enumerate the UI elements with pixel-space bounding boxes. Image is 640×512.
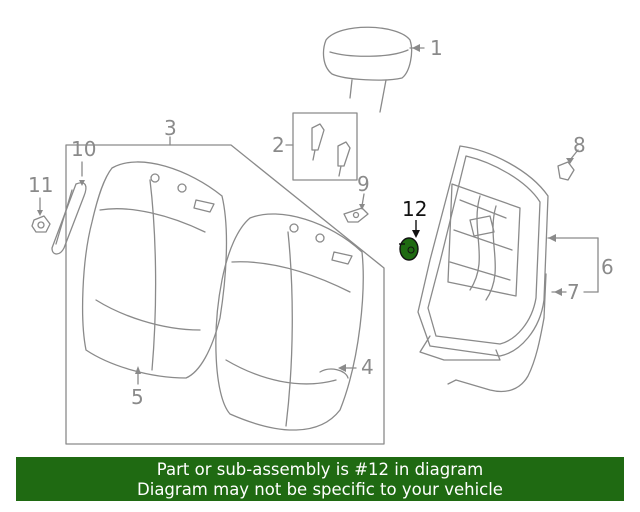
banner-line-2: Diagram may not be specific to your vehi… <box>137 480 503 499</box>
headrest-guides <box>285 112 358 181</box>
callout-12: 12 <box>402 197 427 221</box>
callout-7: 7 <box>567 280 580 304</box>
release-cable <box>447 273 547 393</box>
callout-2: 2 <box>272 133 285 157</box>
highlighted-part-12 <box>399 237 419 261</box>
callout-3: 3 <box>164 116 177 140</box>
callout-9: 9 <box>357 172 370 196</box>
headrest <box>322 26 425 113</box>
clip <box>31 215 51 233</box>
bracket <box>343 207 369 223</box>
callout-4: 4 <box>361 355 374 379</box>
callout-11: 11 <box>28 173 53 197</box>
seatback-cover-left <box>82 161 228 379</box>
seat-cover-group-outline <box>65 144 385 445</box>
callout-1: 1 <box>430 36 443 60</box>
leader-arrowheads <box>37 44 574 374</box>
callout-10: 10 <box>71 137 96 161</box>
callout-6: 6 <box>601 255 614 279</box>
side-trim <box>51 182 87 255</box>
seatback-cover-right <box>215 213 364 431</box>
callout-8: 8 <box>573 133 586 157</box>
callout-5: 5 <box>131 385 144 409</box>
banner-line-1: Part or sub-assembly is #12 in diagram <box>156 460 484 479</box>
seatback-frame <box>417 145 549 361</box>
info-banner: Part or sub-assembly is #12 in diagram D… <box>16 457 624 501</box>
small-clip <box>557 161 575 181</box>
